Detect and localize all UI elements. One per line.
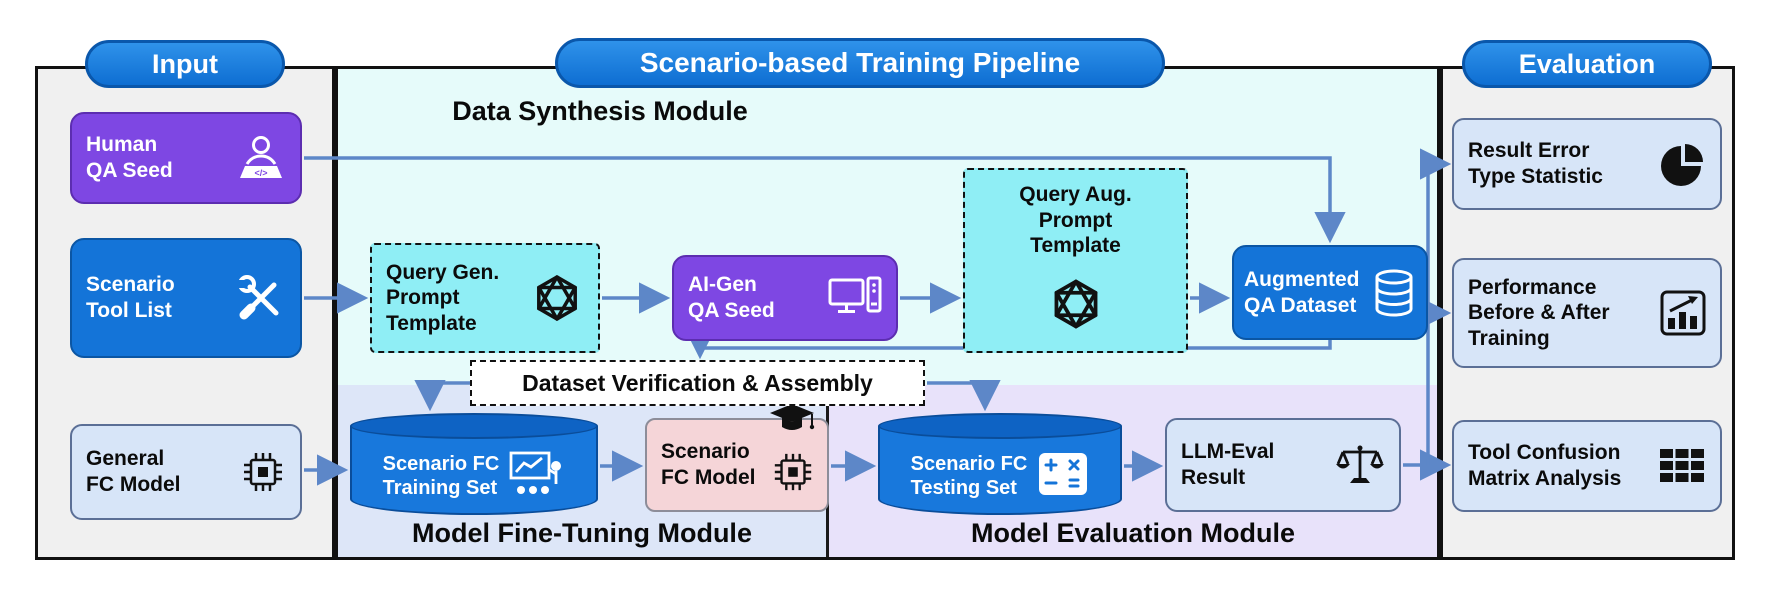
- query-gen-template-node: Query Gen. Prompt Template: [370, 243, 600, 353]
- computer-icon: [828, 275, 882, 321]
- performance-label: Performance Before & After Training: [1468, 275, 1610, 350]
- tool-confusion-node: Tool Confusion Matrix Analysis: [1452, 420, 1722, 512]
- scenario-tool-list-label: Scenario Tool List: [86, 273, 175, 322]
- ai-gen-qa-seed-label: AI-Gen QA Seed: [688, 273, 775, 322]
- input-pill-label: Input: [152, 48, 218, 79]
- openai-icon: [530, 271, 584, 325]
- testing-set-label: Scenario FC Testing Set: [910, 452, 1028, 499]
- cylinder-top: [350, 413, 598, 439]
- query-gen-template-label: Query Gen. Prompt Template: [386, 260, 500, 335]
- query-aug-template-node: Query Aug. Prompt Template: [963, 168, 1188, 353]
- evaluation-pill: Evaluation: [1462, 40, 1712, 88]
- scenario-fc-model-label: Scenario FC Model: [661, 440, 756, 489]
- graduation-cap-icon: [769, 403, 815, 437]
- human-qa-seed-node: Human QA Seed </>: [70, 112, 302, 204]
- chip-icon: [240, 449, 286, 495]
- fine-tuning-title: Model Fine-Tuning Module: [412, 518, 752, 548]
- pipeline-pill-label: Scenario-based Training Pipeline: [639, 47, 1081, 78]
- pie-chart-icon: [1660, 141, 1706, 187]
- query-aug-template-label: Query Aug. Prompt Template: [1019, 183, 1132, 258]
- llm-eval-result-label: LLM-Eval Result: [1181, 440, 1275, 489]
- dataset-verification-label: Dataset Verification & Assembly: [522, 369, 873, 396]
- scenario-fc-testing-set-node: Scenario FC Testing Set: [878, 413, 1122, 515]
- evaluation-pill-label: Evaluation: [1518, 48, 1656, 79]
- input-pill: Input: [85, 40, 285, 88]
- result-error-label: Result Error Type Statistic: [1468, 139, 1603, 188]
- scenario-tool-list-node: Scenario Tool List: [70, 238, 302, 358]
- cylinder-top: [878, 413, 1122, 439]
- data-synthesis-title: Data Synthesis Module: [452, 96, 748, 126]
- tool-confusion-label: Tool Confusion Matrix Analysis: [1468, 441, 1622, 490]
- dataset-verification-node: Dataset Verification & Assembly: [470, 360, 925, 406]
- balance-scale-icon: [1335, 443, 1385, 487]
- scenario-fc-training-set-node: Scenario FC Training Set: [350, 413, 598, 515]
- bar-chart-icon: [1660, 290, 1706, 336]
- openai-icon: [1047, 275, 1105, 333]
- training-set-label: Scenario FC Training Set: [382, 452, 500, 499]
- llm-eval-result-node: LLM-Eval Result: [1165, 418, 1401, 512]
- general-fc-model-label: General FC Model: [86, 447, 181, 496]
- svg-text:</>: </>: [254, 168, 267, 178]
- teacher-icon: [509, 451, 565, 502]
- person-laptop-icon: </>: [234, 134, 286, 182]
- scenario-fc-model-node: Scenario FC Model: [645, 404, 829, 512]
- pipeline-pill: Scenario-based Training Pipeline: [555, 38, 1165, 88]
- human-qa-seed-label: Human QA Seed: [86, 133, 173, 182]
- chip-icon: [771, 450, 815, 494]
- table-icon: [1658, 447, 1706, 485]
- performance-node: Performance Before & After Training: [1452, 258, 1722, 368]
- general-fc-model-node: General FC Model: [70, 424, 302, 520]
- ai-gen-qa-seed-node: AI-Gen QA Seed: [672, 255, 898, 341]
- database-icon: [1372, 269, 1416, 317]
- calculator-icon: [1037, 451, 1089, 502]
- result-error-node: Result Error Type Statistic: [1452, 118, 1722, 210]
- tools-icon: [236, 273, 286, 323]
- augmented-qa-dataset-node: Augmented QA Dataset: [1232, 245, 1428, 340]
- evaluation-module-title: Model Evaluation Module: [970, 518, 1295, 548]
- augmented-qa-dataset-label: Augmented QA Dataset: [1244, 267, 1360, 317]
